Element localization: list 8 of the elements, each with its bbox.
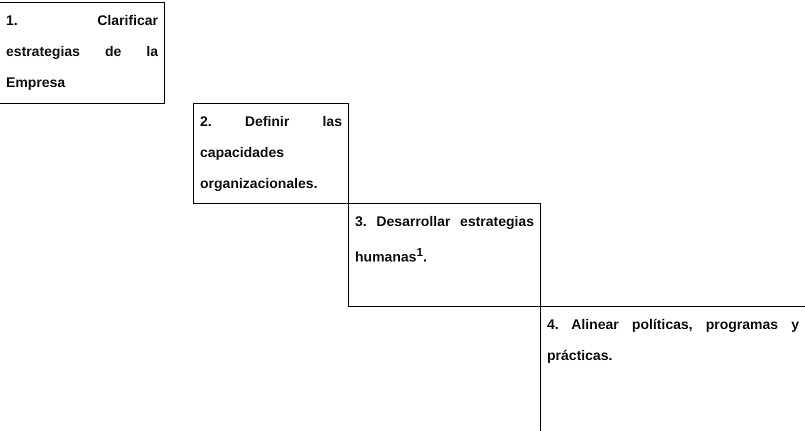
step-text: 2. Definir las capacidades organizacionales. — [200, 112, 342, 193]
step-box — [193, 103, 349, 204]
step-text: 1. Clarificar estrategias de la Empresa — [6, 11, 158, 92]
step-box — [0, 2, 165, 104]
step-box — [540, 306, 805, 431]
step-text: 4. Alinear políticas, programas y prácticas. — [547, 315, 799, 365]
step-box — [348, 203, 541, 307]
step-text: 3. Desarrollar estrategias humanas$^{1}$. — [355, 212, 534, 267]
